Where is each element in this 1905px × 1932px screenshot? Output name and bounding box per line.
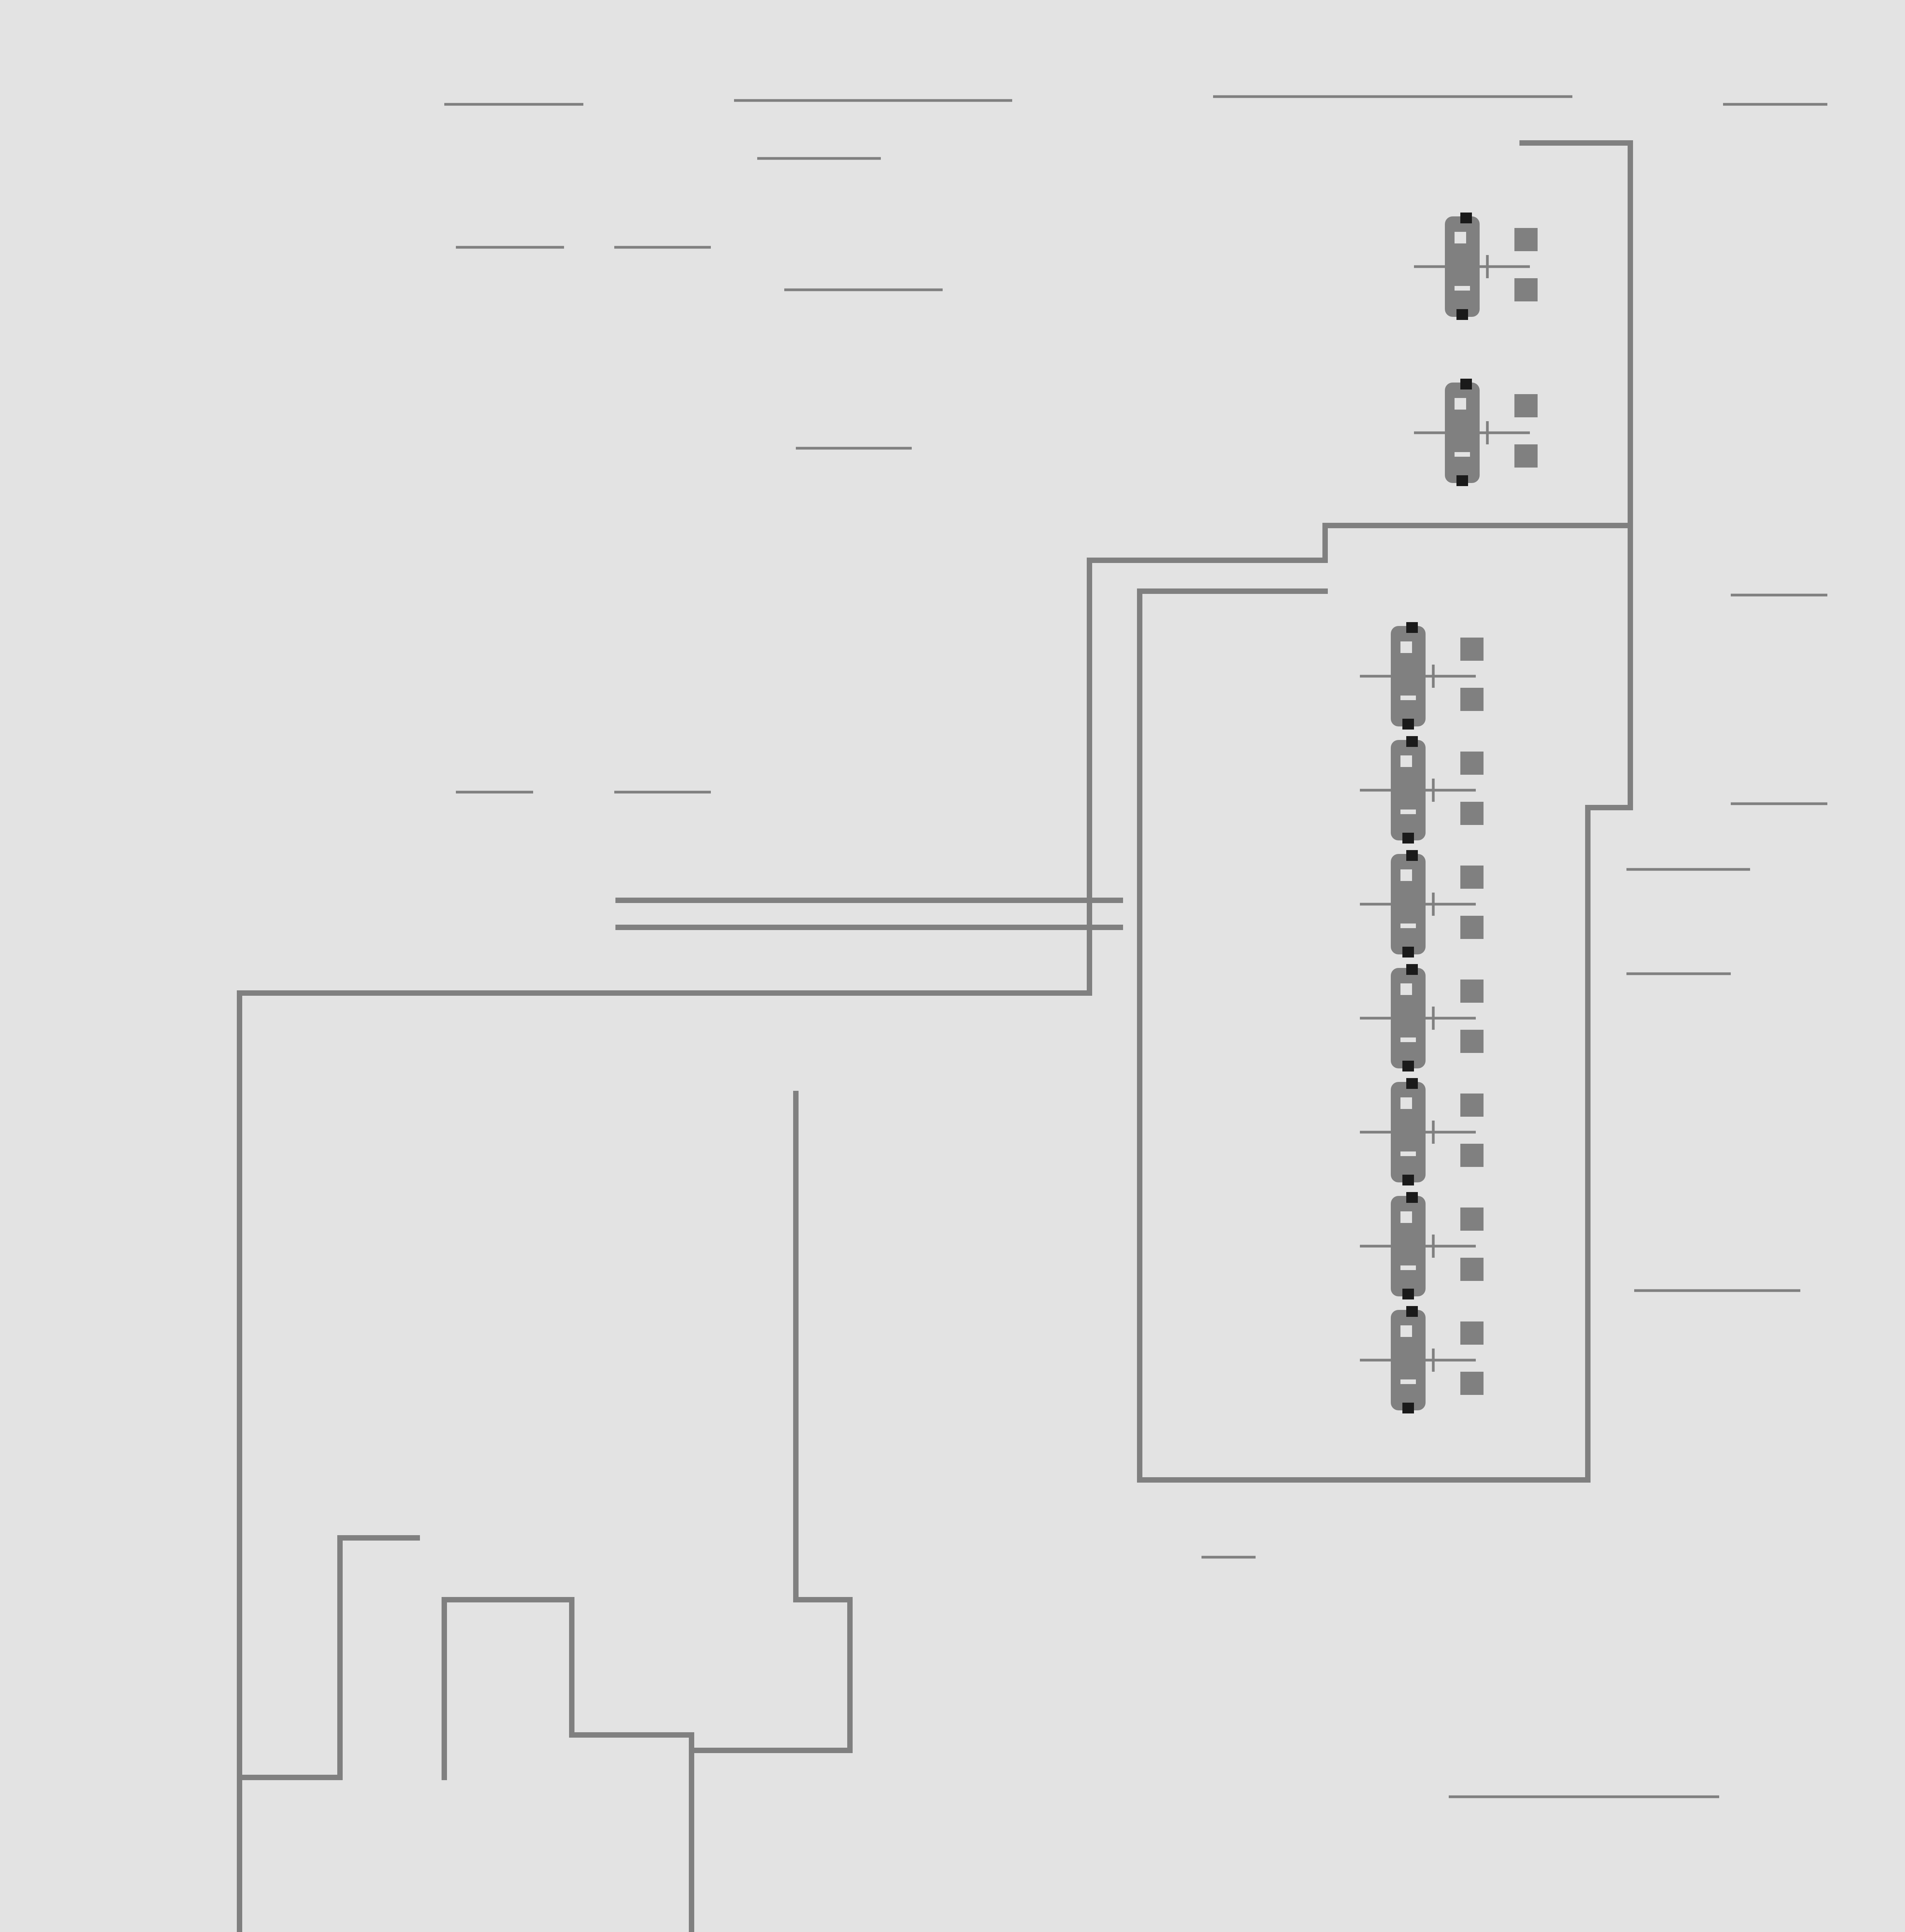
- component-layer: [1360, 213, 1538, 1413]
- misc-lines: [444, 95, 1827, 1798]
- tube-component-icon: [1414, 213, 1538, 320]
- wire: [442, 1597, 853, 1780]
- wire: [237, 1535, 420, 1780]
- tube-component-icon: [1360, 736, 1484, 844]
- tube-component-icon: [1360, 1306, 1484, 1413]
- tube-component-icon: [1360, 1192, 1484, 1299]
- tube-component-icon: [1360, 1078, 1484, 1185]
- tube-component-icon: [1360, 622, 1484, 730]
- wire: [237, 523, 1633, 1483]
- tube-component-icon: [1360, 850, 1484, 957]
- wire-layer: [237, 140, 1633, 1932]
- tube-component-icon: [1360, 964, 1484, 1071]
- tube-component-icon: [1414, 379, 1538, 486]
- wire: [689, 1748, 694, 1932]
- wire: [1519, 140, 1633, 528]
- wire: [237, 990, 242, 1932]
